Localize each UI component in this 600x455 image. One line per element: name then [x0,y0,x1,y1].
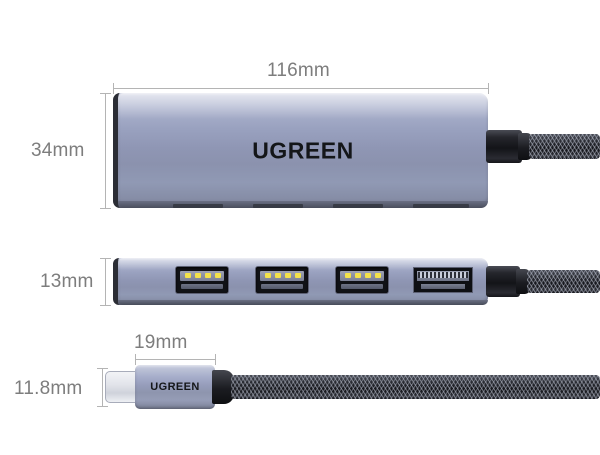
cable-neck-port-view [486,266,520,297]
usb-a-pin [295,273,301,278]
usb-a-tongue [180,271,224,281]
dimension-label-116mm: 116mm [267,60,330,81]
dimension-tick-11-8mm-top [97,368,108,369]
dimension-tick-116mm-right [488,83,489,94]
usb-a-lower-lip [181,284,223,289]
usb-a-pin [265,273,271,278]
connector-brand-logo: UGREEN [150,381,200,393]
cable-taper-top-view [518,133,532,160]
usb-a-pin [185,273,191,278]
usb-a-port-2 [256,267,308,293]
port-cutout-shadow [333,204,383,208]
hub-port-bottom-edge [118,300,488,305]
dimension-tick-116mm-left [113,83,114,94]
dimension-label-11-8mm: 11.8mm [14,378,83,399]
usb-c-connector-housing: UGREEN [135,365,215,409]
usb-a-pin [275,273,281,278]
port-cutout-shadow [173,204,223,208]
usb-a-pin [345,273,351,278]
hub-brand-logo: UGREEN [252,137,354,163]
braided-cable-port-view [527,270,600,293]
usb-a-pin [365,273,371,278]
dimension-label-34mm: 34mm [31,140,85,161]
hdmi-lower-lip [421,284,465,289]
dimension-label-13mm: 13mm [40,271,94,292]
hdmi-pins [418,272,468,278]
braided-cable-connector-view [231,375,600,399]
dimension-tick-13mm-top [100,258,111,259]
usb-a-pin [195,273,201,278]
hub-top-highlight [118,93,488,119]
dimension-tick-13mm-bottom [100,305,111,306]
hub-body-top-view: UGREEN [113,93,488,208]
dimension-tick-34mm-bottom [100,208,111,209]
dimension-tick-19mm-left [135,354,136,365]
usb-a-port-1 [176,267,228,293]
braided-cable-top-view [529,134,600,159]
dimension-line-13mm [105,258,106,305]
usb-a-pin [205,273,211,278]
dimension-line-11-8mm [102,368,103,406]
port-cutout-shadow [253,204,303,208]
usb-a-pin [355,273,361,278]
usb-a-pin [375,273,381,278]
dimension-tick-19mm-right [215,354,216,365]
dimension-line-34mm [105,93,106,208]
cable-neck-top-view [486,130,522,163]
hub-bottom-edge [118,201,488,208]
port-cutout-shadow [413,204,469,208]
usb-a-tongue [260,271,304,281]
dimension-line-116mm [113,88,488,89]
dimension-label-19mm: 19mm [134,332,188,353]
usb-a-pin [285,273,291,278]
dimension-line-19mm [135,359,215,360]
cable-strain-relief [212,370,234,404]
usb-a-pin [215,273,221,278]
usb-a-tongue [340,271,384,281]
usb-a-port-3 [336,267,388,293]
cable-taper-port-view [516,269,530,294]
usb-a-lower-lip [261,284,303,289]
usb-a-lower-lip [341,284,383,289]
dimension-tick-34mm-top [100,93,111,94]
dimension-tick-11-8mm-bottom [97,406,108,407]
hdmi-port [414,268,472,292]
hub-body-port-view [113,258,488,305]
